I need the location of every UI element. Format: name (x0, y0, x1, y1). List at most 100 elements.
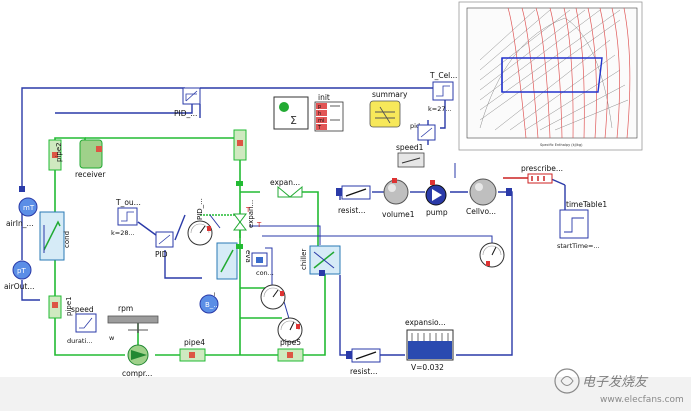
pt-label: pT (17, 267, 26, 275)
pressure-gauge-2[interactable] (260, 284, 286, 310)
mt-label: mT (23, 204, 35, 212)
init-row-p: p (318, 104, 321, 110)
airin-label: airIn_... (6, 219, 34, 228)
pump[interactable]: pump (425, 180, 448, 217)
evaporator-label: eva (244, 250, 252, 263)
condenser-label: cond (63, 231, 71, 248)
rpm-block[interactable]: rpm w (107, 304, 159, 342)
ramp-signal-icon (401, 157, 421, 164)
airout-label: airOut... (4, 282, 35, 291)
pressure-sensor-icon (12, 260, 32, 280)
t-out-label: T_ou... (115, 198, 141, 207)
compressor-label: compr... (122, 369, 152, 378)
pipe5[interactable]: pipe5 (277, 338, 304, 362)
sum-block-icon (279, 102, 289, 112)
volume1[interactable]: volume1 (382, 178, 415, 219)
pressure-gauge-4[interactable] (479, 242, 505, 268)
rpm-speed-icon (107, 315, 159, 324)
v032-label: V=0.032 (411, 363, 444, 372)
t-out-block[interactable]: T_ou... k=28... (111, 198, 141, 237)
pid-speed-block[interactable]: pid_... speed1 (396, 122, 436, 168)
step-signal-icon (436, 85, 450, 97)
resistance-2[interactable]: resist... (350, 348, 381, 376)
pressure-gauge-1[interactable] (187, 220, 213, 246)
summary-label: summary (372, 90, 408, 99)
expansion-valve-mid[interactable]: T T (233, 206, 262, 231)
t-cell-label: T_Cel... (429, 71, 457, 80)
time-table-block[interactable]: timeTable1 startTime=... (557, 200, 607, 250)
con-label: con... (256, 269, 274, 277)
t-cell-block[interactable]: T_Cel... k=27... (428, 71, 457, 113)
expansion-valve-icon (277, 185, 292, 198)
init-table-icon (316, 103, 327, 109)
expan-top-label: expan... (270, 178, 300, 187)
temperature-sensor-icon (18, 197, 38, 217)
watermark-url: www.elecfans.com (600, 395, 684, 405)
ph-diagram-plot: Specific Enthalpy (kJ/kg) (458, 1, 643, 151)
pipe3[interactable] (233, 129, 247, 161)
t-cell-k: k=27... (428, 105, 452, 113)
init-table-block[interactable]: init p h mi T (314, 93, 344, 132)
plot-x-axis-label: Specific Enthalpy (kJ/kg) (540, 143, 583, 147)
receiver-tank[interactable]: receiver (75, 139, 106, 179)
watermark-text: 电子发烧友 (582, 375, 649, 390)
chiller[interactable]: chiller (300, 245, 341, 275)
pipe2[interactable]: pipe2 (48, 139, 63, 171)
prescribed-heat-flow[interactable]: prescribe... (521, 164, 563, 184)
pid-mid-label: PID (155, 250, 168, 259)
prescribe-label: prescribe... (521, 164, 563, 173)
durati-label: durati... (67, 337, 92, 345)
compressor[interactable]: compr... (122, 344, 152, 378)
pid-block-top[interactable]: PID_... (174, 87, 201, 118)
svg-text:_: _ (207, 292, 215, 297)
svg-text:T: T (256, 221, 262, 229)
condenser[interactable]: cond (39, 211, 71, 261)
summary-block-icon (375, 106, 395, 124)
refrigerant-loop (54, 130, 326, 356)
pipe5-label: pipe5 (280, 338, 301, 347)
init-label: init (318, 93, 330, 102)
speed1-label: speed1 (396, 143, 424, 152)
pipe1-label: pipe1 (65, 296, 73, 316)
pid-block-mid[interactable]: PID (155, 231, 174, 259)
evaporator[interactable]: eva (216, 242, 252, 280)
resistance-1[interactable]: resist... (338, 185, 371, 215)
cellvo-label: Cellvo... (466, 207, 496, 216)
rpm-label: rpm (118, 304, 133, 313)
expansion-tank[interactable]: expansio... V=0.032 (405, 318, 454, 372)
pipe1[interactable]: pipe1 (48, 295, 73, 319)
resist2-label: resist... (350, 367, 378, 376)
svg-text:Σ: Σ (290, 114, 297, 127)
prescribed-heat-flow-icon (527, 173, 553, 184)
init-row-t: T (317, 125, 322, 131)
cell-volume[interactable]: Cellvo... (466, 178, 497, 216)
starttime-label: startTime=... (557, 242, 600, 250)
summary-block[interactable]: summary (369, 90, 408, 128)
watermark: 电子发烧友 www.elecfans.com (554, 368, 684, 405)
resist1-label: resist... (338, 206, 366, 215)
bottom-band (0, 377, 691, 411)
pipe4[interactable]: pipe4 (179, 338, 206, 362)
expansio-label: expansio... (405, 318, 446, 327)
tank-icon (79, 139, 103, 169)
pressure-gauge-3[interactable] (277, 317, 303, 343)
pump-label: pump (426, 208, 448, 217)
pid-rot-label: PID_... (196, 198, 204, 220)
pipe4-label: pipe4 (184, 338, 205, 347)
volume1-label: volume1 (382, 210, 415, 219)
expansion-valve-top[interactable]: expan... (270, 178, 303, 198)
receiver-label: receiver (75, 170, 106, 179)
speed-ramp-block[interactable]: speed durati... (67, 305, 97, 345)
con-block[interactable]: con... (251, 252, 274, 277)
sum-block[interactable]: Σ (273, 96, 309, 130)
chiller-label: chiller (300, 249, 308, 270)
mt-sensor[interactable]: mT airIn_... (6, 197, 38, 228)
pt-sensor[interactable]: pT airOut... (4, 260, 35, 291)
b-sensor[interactable]: B_... _ (199, 292, 220, 314)
init-row-mi: mi (318, 118, 324, 124)
w-label: w (109, 334, 115, 342)
init-row-h: h (318, 111, 321, 117)
b-sensor-label: B_... (205, 301, 220, 309)
